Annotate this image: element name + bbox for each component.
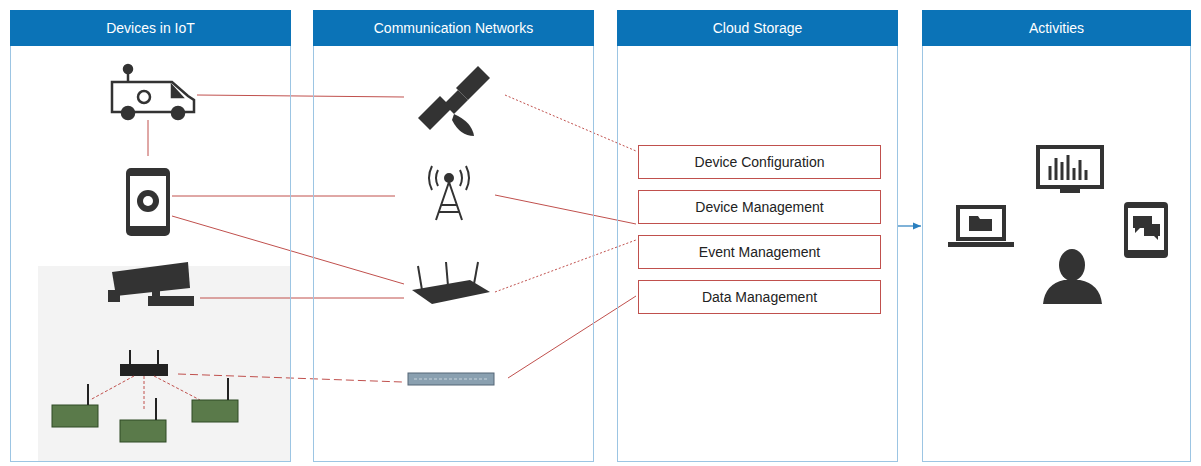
tablet-icon bbox=[1124, 202, 1168, 258]
camera-icon bbox=[108, 262, 194, 306]
storage-box: Data Management bbox=[638, 280, 881, 314]
box-label: Device Management bbox=[687, 199, 831, 215]
column-panel: Communication Networks bbox=[313, 10, 594, 462]
column-header: Devices in IoT bbox=[10, 10, 291, 46]
device-ground bbox=[38, 266, 290, 462]
box-label: Device Configuration bbox=[687, 154, 833, 170]
box-label: Data Management bbox=[694, 289, 825, 305]
laptop-icon bbox=[948, 205, 1014, 247]
column-panel: Devices in IoT bbox=[10, 10, 291, 462]
box-label: Event Management bbox=[691, 244, 828, 260]
flow-arrow bbox=[898, 225, 921, 226]
column-panel: Activities bbox=[922, 10, 1191, 462]
monitor-icon bbox=[1036, 145, 1104, 193]
link-lines bbox=[148, 95, 636, 382]
storage-box: Event Management bbox=[638, 235, 881, 269]
storage-box: Device Management bbox=[638, 190, 881, 224]
person-icon bbox=[1043, 249, 1102, 304]
tower-icon bbox=[429, 166, 469, 220]
phone-icon bbox=[126, 168, 170, 236]
column-header: Activities bbox=[922, 10, 1191, 46]
storage-box: Device Configuration bbox=[638, 145, 881, 179]
satellite-icon bbox=[418, 66, 490, 136]
column-header: Cloud Storage bbox=[617, 10, 898, 46]
column-header: Communication Networks bbox=[313, 10, 594, 46]
column-panel: Cloud StorageDevice ConfigurationDevice … bbox=[617, 10, 898, 462]
switch-icon bbox=[408, 373, 494, 385]
sensor-network-icon bbox=[52, 350, 238, 442]
router-icon bbox=[412, 262, 490, 304]
van-icon bbox=[112, 65, 194, 119]
